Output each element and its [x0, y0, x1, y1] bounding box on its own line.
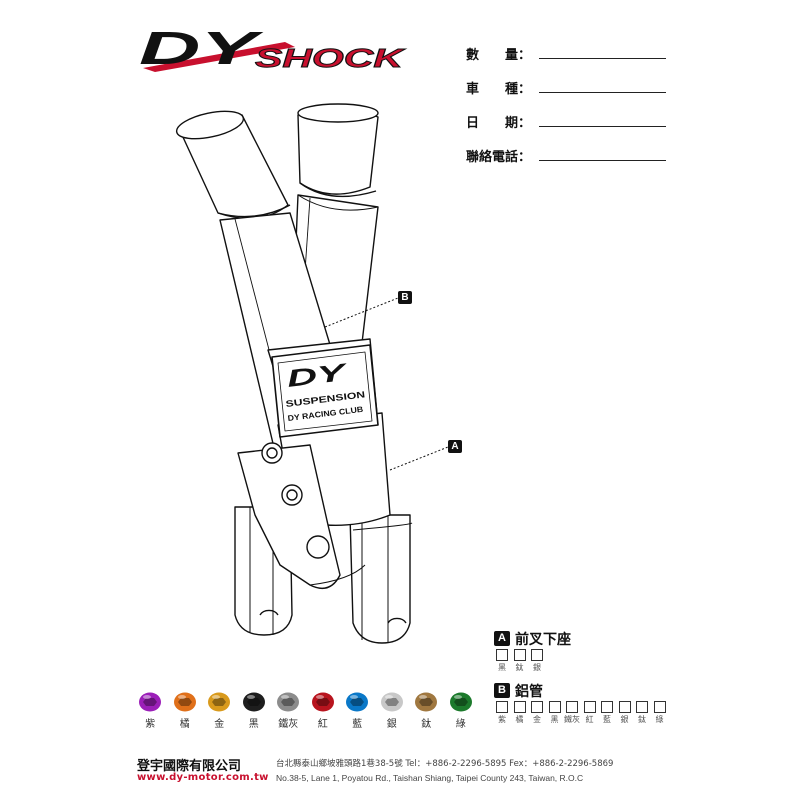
logo-dy-mark: DY	[139, 22, 295, 74]
option-a-choices: 黑 鈦 銀	[494, 649, 547, 672]
form-row-date: 日 期：	[466, 112, 666, 132]
color-swatch-label: 橘	[179, 719, 190, 730]
checkbox[interactable]	[531, 701, 543, 713]
svg-text:DY: DY	[139, 22, 265, 74]
option-b-name: 鋁管	[515, 683, 543, 700]
date-field-line[interactable]	[539, 126, 666, 127]
checkbox[interactable]	[496, 701, 508, 713]
bolt-cap-icon	[277, 692, 300, 712]
bolt-cap-icon	[208, 692, 231, 712]
color-swatch-label: 紫	[145, 719, 156, 730]
color-swatch: 鐵灰	[271, 690, 306, 730]
bolt-cap-icon	[242, 692, 265, 712]
vehicle-label: 車 種：	[466, 82, 532, 97]
option-b-choice[interactable]: 綠	[652, 701, 668, 724]
option-b-choice[interactable]: 紫	[494, 701, 510, 724]
color-swatch-label: 紅	[317, 719, 328, 730]
option-b-choice[interactable]: 黑	[547, 701, 563, 724]
option-b-choices: 紫 橘 金 黑 鐵灰 紅 藍 銀 鈦 綠	[494, 701, 669, 724]
callout-a-badge: A	[448, 440, 462, 453]
color-swatch: 金	[202, 690, 237, 730]
fork-tube-drawing: DY SUSPENSION DY RACING CLUB	[175, 103, 449, 644]
callout-b-badge: B	[398, 291, 412, 304]
option-a-choice[interactable]: 銀	[529, 649, 545, 672]
form-row-vehicle: 車 種：	[466, 78, 666, 98]
dy-shock-logo: DY SHOCK	[139, 22, 407, 74]
color-swatch: 橘	[168, 690, 203, 730]
bolt-cap-icon	[346, 692, 369, 712]
website-link[interactable]: www.dy-motor.com.tw	[137, 772, 269, 783]
form-row-quantity: 數 量：	[466, 44, 666, 64]
checkbox[interactable]	[548, 701, 561, 713]
color-swatch: 銀	[375, 690, 410, 730]
color-swatch-label: 綠	[455, 719, 466, 730]
color-swatch-label: 藍	[352, 719, 363, 730]
option-b-choice[interactable]: 金	[529, 701, 545, 724]
color-swatch: 黑	[237, 690, 272, 730]
option-a-title: A 前叉下座	[494, 628, 571, 648]
option-b-title: B 鋁管	[494, 680, 543, 700]
date-label: 日 期：	[466, 116, 532, 131]
checkbox[interactable]	[583, 701, 596, 713]
callout-b-leader	[324, 297, 399, 328]
checkbox[interactable]	[531, 649, 543, 661]
company-name: 登宇國際有限公司	[137, 759, 242, 774]
checkbox[interactable]	[653, 701, 666, 713]
color-swatch-label: 鈦	[421, 719, 432, 730]
color-swatch: 紅	[306, 690, 341, 730]
checkbox[interactable]	[513, 649, 526, 661]
color-swatch-label: 銀	[386, 719, 397, 730]
option-a-badge: A	[494, 631, 510, 646]
phone-field-line[interactable]	[539, 160, 666, 161]
address-chinese: 台北縣泰山鄉坡雅頭路1巷38-5號 Tel：+886-2-2296-5895 F…	[276, 759, 614, 769]
option-b-choice[interactable]: 藍	[599, 701, 615, 724]
checkbox[interactable]	[636, 701, 648, 713]
checkbox[interactable]	[513, 701, 526, 713]
checkbox[interactable]	[566, 701, 578, 713]
bolt-cap-icon	[449, 692, 472, 712]
color-swatch-label: 黑	[248, 719, 259, 730]
option-a-name: 前叉下座	[515, 631, 571, 648]
form-row-phone: 聯絡電話：	[466, 146, 666, 166]
color-swatch: 綠	[444, 690, 479, 730]
color-swatch: 藍	[340, 690, 375, 730]
color-swatch-label: 鐵灰	[278, 719, 299, 730]
vehicle-field-line[interactable]	[539, 92, 666, 93]
phone-label: 聯絡電話：	[466, 150, 532, 165]
callout-a-leader	[389, 446, 449, 471]
logo-shock-text: SHOCK	[255, 43, 406, 73]
bolt-cap-icon	[380, 692, 403, 712]
bolt-cap-icon	[415, 692, 438, 712]
option-a-choice[interactable]: 黑	[494, 649, 510, 672]
color-swatch: 鈦	[409, 690, 444, 730]
color-swatch: 紫	[133, 690, 168, 730]
color-swatch-label: 金	[214, 719, 225, 730]
checkbox[interactable]	[601, 701, 613, 713]
option-b-choice[interactable]: 紅	[582, 701, 598, 724]
option-b-badge: B	[494, 683, 510, 698]
bolt-cap-icon	[139, 692, 162, 712]
option-b-choice[interactable]: 鈦	[634, 701, 650, 724]
checkbox[interactable]	[618, 701, 631, 713]
option-b-choice[interactable]: 橘	[512, 701, 528, 724]
bolt-cap-icon	[311, 692, 334, 712]
quantity-label: 數 量：	[466, 48, 532, 63]
quantity-field-line[interactable]	[539, 58, 666, 59]
option-a-choice[interactable]: 鈦	[512, 649, 528, 672]
product-plate: DY SUSPENSION DY RACING CLUB	[271, 344, 379, 438]
option-b-choice[interactable]: 鐵灰	[564, 701, 580, 724]
address-english: No.38-5, Lane 1, Poyatou Rd., Taishan Sh…	[276, 773, 584, 783]
option-b-choice[interactable]: 銀	[617, 701, 633, 724]
lower-bracket-right	[349, 514, 413, 644]
bolt-cap-icon	[173, 692, 196, 712]
checkbox[interactable]	[496, 649, 508, 661]
color-swatch-row: 紫 橘 金 黑 鐵灰 紅 藍 銀 鈦 綠	[133, 690, 478, 730]
